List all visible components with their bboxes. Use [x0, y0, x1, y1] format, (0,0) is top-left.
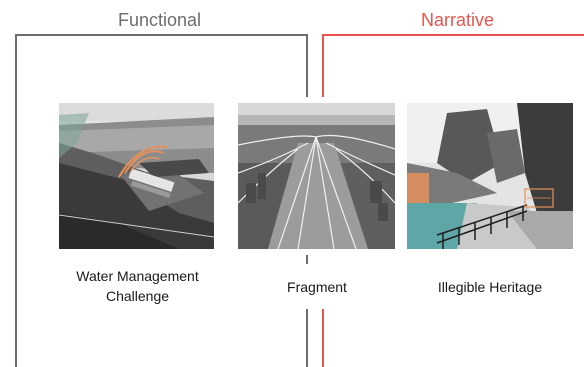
- caption-line: Fragment: [287, 279, 347, 295]
- narrative-bracket: [322, 34, 584, 97]
- caption-line: Illegible Heritage: [437, 279, 543, 295]
- caption-line: Challenge: [105, 288, 170, 304]
- water-management-caption: Water Management Challenge: [50, 266, 225, 306]
- functional-bracket: [15, 34, 308, 367]
- caption-line: Water Management: [76, 268, 199, 284]
- aerial-dam-photo: [59, 103, 214, 249]
- illegible-heritage-caption: Illegible Heritage: [415, 277, 565, 297]
- riverside-path-photo: [407, 103, 573, 249]
- fragment-caption: Fragment: [262, 277, 372, 297]
- functional-header: Functional: [118, 10, 202, 30]
- narrative-header: Narrative: [421, 10, 495, 30]
- highway-interchange-photo: [238, 103, 395, 249]
